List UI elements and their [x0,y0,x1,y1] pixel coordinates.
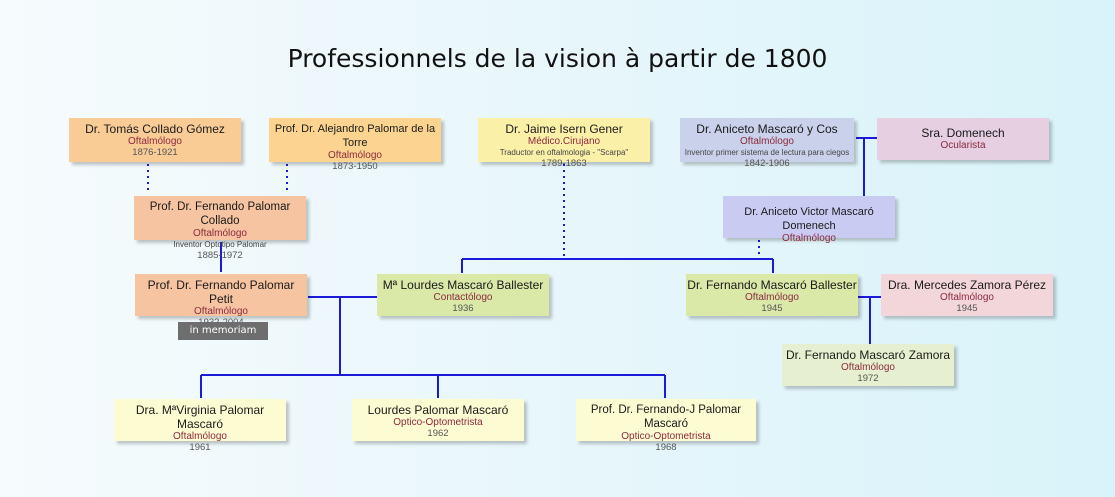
person-name: Dr. Aniceto Victor Mascaró Domenech [744,206,874,232]
person-name: Dra. MªVirginia Palomar Mascaró [135,403,265,431]
person-virginia-palomar: Dra. MªVirginia Palomar Mascaró Oftalmól… [114,399,286,453]
person-lourdes-palomar: Lourdes Palomar Mascaró Optico-Optometri… [352,399,524,441]
person-name: Prof. Dr. Fernando-J Palomar Mascaró [590,404,742,430]
person-role: Oftalmólogo [782,233,836,244]
person-years: 1842-1906 [744,158,790,169]
person-name: Lourdes Palomar Mascaró [367,403,509,417]
person-name: Dr. Aniceto Mascaró y Cos [696,122,838,136]
person-years: 1936 [452,303,474,314]
person-name: Dr. Fernando Mascaró Ballester [687,278,857,292]
person-role: Oftalmólogo [328,150,382,161]
person-role: Oftalmólogo [841,362,895,373]
person-note: Traductor en oftalmologia - "Scarpa" [499,148,629,157]
person-role: Oftalmólogo [740,136,794,147]
person-collado-gomez: Dr. Tomás Collado Gómez Oftalmólogo 1876… [69,118,241,162]
person-palomar-collado: Prof. Dr. Fernando Palomar Collado Oftal… [134,196,306,261]
person-years: 1972 [857,373,879,384]
person-name: Sra. Domenech [921,126,1005,140]
person-years: 1945 [956,303,978,314]
person-role: Médico.Cirujano [527,136,601,147]
person-note: Inventor primer sistema de lectura para … [684,148,850,157]
person-role: Contactólogo [433,292,493,303]
person-fernando-j-palomar: Prof. Dr. Fernando-J Palomar Mascaró Opt… [576,399,756,453]
person-name: Prof. Dr. Fernando Palomar Collado [149,201,291,227]
person-role: Optico-Optometrista [621,431,711,442]
person-name: Mª Lourdes Mascaró Ballester [382,278,544,292]
person-palomar-petit: Prof. Dr. Fernando Palomar Petit Oftalmó… [135,274,307,328]
person-domenech: Sra. Domenech Ocularista [877,118,1049,160]
person-mascaro-cos: Dr. Aniceto Mascaró y Cos Oftalmólogo In… [680,118,854,169]
person-years: 1968 [655,442,677,453]
person-isern-gener: Dr. Jaime Isern Gener Médico.Cirujano Tr… [478,118,650,169]
person-role: Oftalmólogo [745,292,799,303]
person-years: 1873-1950 [332,161,378,172]
person-role: Ocularista [940,140,986,151]
person-name: Dr. Fernando Mascaró Zamora [785,348,951,362]
person-role: Oftalmólogo [128,136,182,147]
person-role: Oftalmólogo [193,228,247,239]
person-mascaro-domenech: Dr. Aniceto Victor Mascaró Domenech Ofta… [723,196,895,244]
person-zamora-perez: Dra. Mercedes Zamora Pérez Oftalmólogo 1… [881,274,1053,316]
page-title: Professionnels de la vision à partir de … [287,44,828,73]
person-name: Prof. Dr. Fernando Palomar Petit [147,278,295,306]
person-mascaro-zamora: Dr. Fernando Mascaró Zamora Oftalmólogo … [782,344,954,386]
person-years: 1885-1972 [197,250,243,261]
person-role: Oftalmólogo [194,306,248,317]
person-years: 1789-1863 [541,158,587,169]
person-name: Dr. Jaime Isern Gener [505,122,623,136]
person-role: Oftalmólogo [940,292,994,303]
in-memoriam-label: in memoriam [178,322,268,340]
person-note: Inventor Optotipo Palomar [173,240,267,249]
person-name: Dra. Mercedes Zamora Pérez [887,278,1047,292]
person-role: Oftalmólogo [173,431,227,442]
person-lourdes-mascaro: Mª Lourdes Mascaró Ballester Contactólog… [377,274,549,316]
person-role: Optico-Optometrista [393,417,483,428]
person-years: 1962 [427,428,449,439]
person-years: 1945 [761,303,783,314]
person-name: Dr. Tomás Collado Gómez [85,122,225,136]
person-years: 1876-1921 [132,147,178,158]
person-years: 1961 [189,442,211,453]
person-fernando-mascaro-ballester: Dr. Fernando Mascaró Ballester Oftalmólo… [686,274,858,316]
person-palomar-torre: Prof. Dr. Alejandro Palomar de la Torre … [269,118,441,172]
person-name: Prof. Dr. Alejandro Palomar de la Torre [274,123,436,149]
